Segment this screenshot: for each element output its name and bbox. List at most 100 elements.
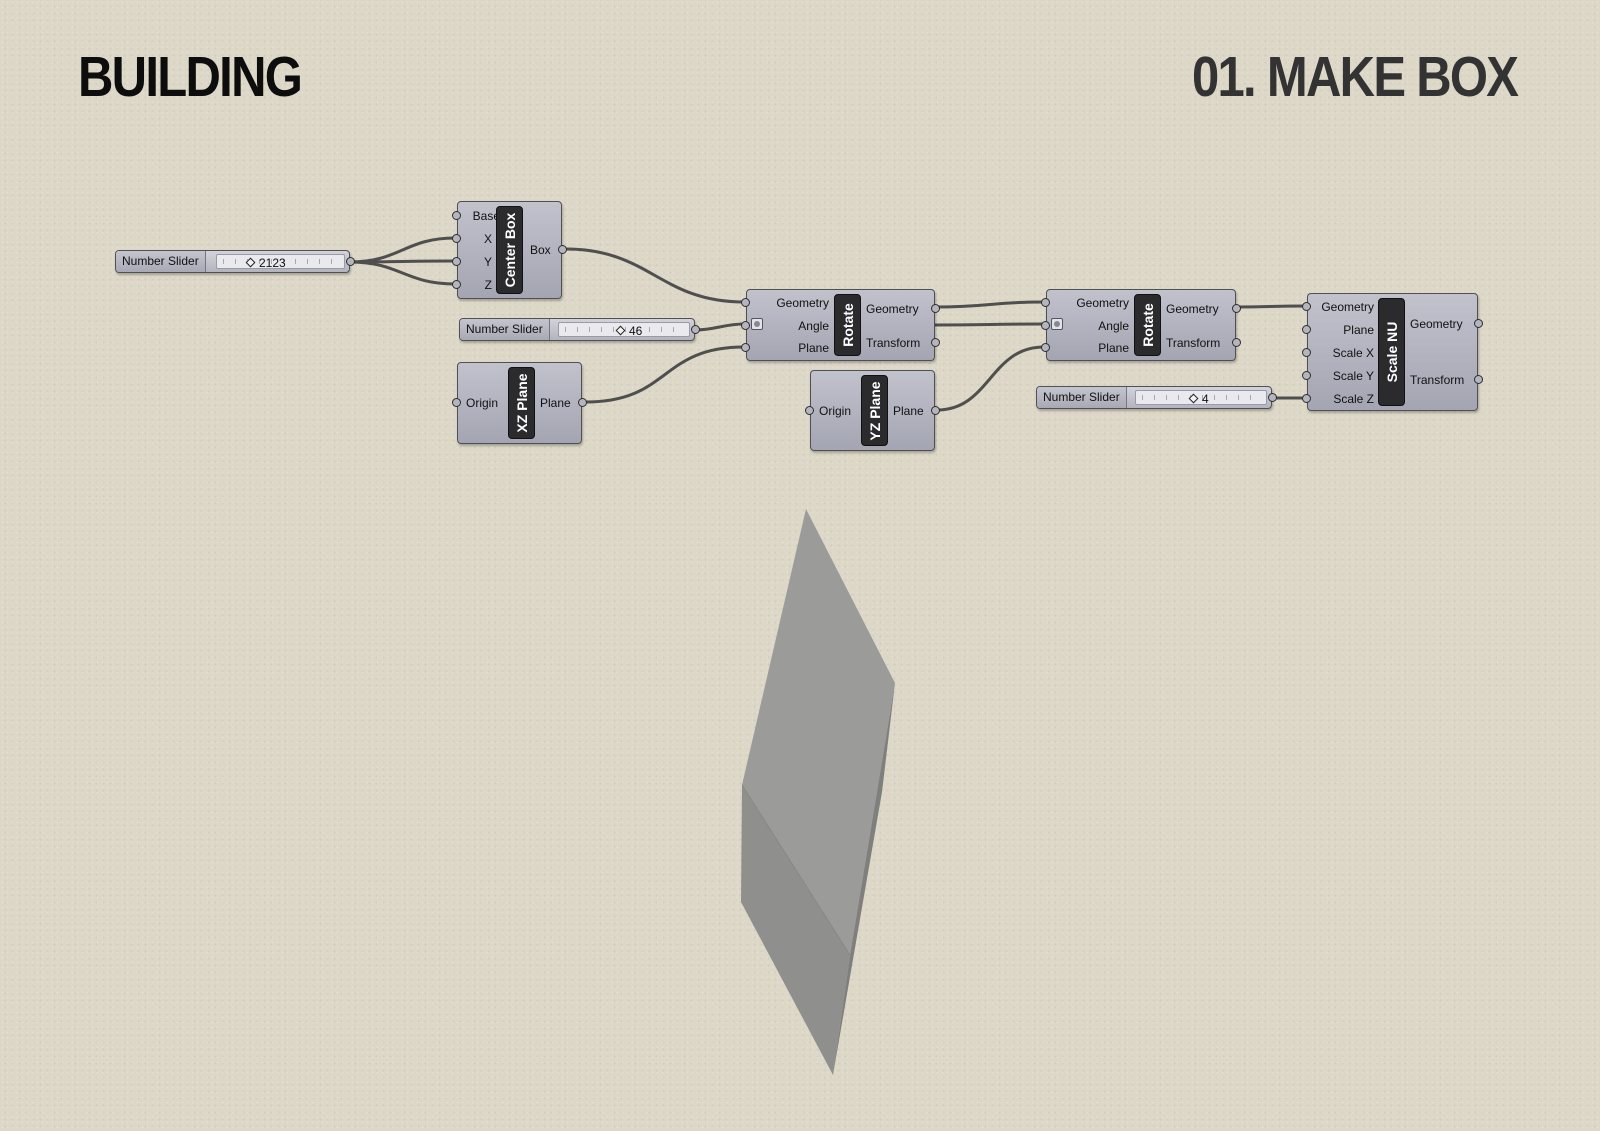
component-name-bar[interactable]: XZ Plane: [508, 367, 535, 439]
port-plane[interactable]: [931, 406, 940, 415]
port-transform-out[interactable]: [931, 338, 940, 347]
slider-track[interactable]: 4: [1135, 390, 1267, 408]
port-base[interactable]: [452, 211, 461, 220]
output-geometry: Geometry: [866, 302, 919, 316]
port-geometry-out[interactable]: [931, 304, 940, 313]
xz-plane-component[interactable]: Origin XZ Plane Plane: [452, 362, 587, 444]
input-x: X: [483, 232, 492, 246]
output-plane: Plane: [893, 404, 924, 418]
port-y[interactable]: [452, 257, 461, 266]
input-origin: Origin: [819, 404, 852, 418]
port-geometry-in[interactable]: [1041, 298, 1050, 307]
slider-value: 4: [1188, 391, 1209, 408]
input-scale-z: Scale Z: [1333, 392, 1374, 406]
slider-value: 2123: [245, 255, 286, 272]
port-box[interactable]: [558, 245, 567, 254]
box-face-side: [833, 683, 895, 1075]
box-face-front: [742, 509, 895, 955]
port-origin[interactable]: [452, 398, 461, 407]
port-x[interactable]: [452, 234, 461, 243]
section-title: 01. MAKE BOX: [1191, 45, 1519, 109]
port-plane-in[interactable]: [1041, 343, 1050, 352]
port-angle-in[interactable]: [741, 321, 750, 330]
component-name-bar[interactable]: YZ Plane: [861, 375, 888, 446]
slider-ticks: [1142, 395, 1260, 400]
slider-value-text: 2123: [259, 256, 286, 270]
number-slider-2123[interactable]: Number Slider 2123: [115, 250, 355, 273]
component-name-bar[interactable]: Center Box: [496, 206, 523, 294]
port-origin[interactable]: [805, 406, 814, 415]
output-port[interactable]: [346, 257, 355, 266]
input-z: Z: [484, 278, 492, 292]
port-plane-in[interactable]: [1302, 325, 1311, 334]
angle-toggle-icon[interactable]: [1051, 318, 1063, 330]
slider-track[interactable]: 2123: [216, 254, 345, 272]
port-geometry-in[interactable]: [1302, 302, 1311, 311]
output-transform: Transform: [1410, 373, 1465, 387]
input-angle: Angle: [1098, 319, 1129, 333]
output-geometry: Geometry: [1166, 302, 1219, 316]
port-z[interactable]: [452, 280, 461, 289]
number-slider-46[interactable]: Number Slider 46: [459, 318, 700, 341]
output-plane: Plane: [540, 396, 571, 410]
wire-yzplane-plane: [935, 345, 1046, 412]
wire-rot2-scale-geometry: [1234, 304, 1307, 309]
port-geometry-in[interactable]: [741, 298, 750, 307]
port-plane-in[interactable]: [741, 343, 750, 352]
yz-plane-component[interactable]: Origin YZ Plane Plane: [805, 370, 940, 451]
slider-ticks: [223, 259, 338, 264]
input-plane: Plane: [798, 341, 829, 355]
page-title: BUILDING: [78, 45, 303, 109]
input-geometry: Geometry: [1321, 300, 1374, 314]
port-transform-out[interactable]: [1232, 338, 1241, 347]
output-transform: Transform: [866, 336, 921, 350]
angle-toggle-icon[interactable]: [751, 318, 763, 330]
wire-slider1-z: [348, 260, 457, 286]
port-geometry-out[interactable]: [1474, 319, 1483, 328]
wire-xzplane-plane: [584, 345, 746, 404]
input-base: Base: [472, 209, 500, 223]
wire-rot1-rot2-geometry: [933, 300, 1046, 309]
input-angle: Angle: [798, 319, 829, 333]
port-plane[interactable]: [578, 398, 587, 407]
rotate-component-1[interactable]: Geometry Angle Plane Rotate Geometry Tra…: [741, 289, 940, 361]
input-geometry: Geometry: [1076, 296, 1129, 310]
port-scale-x-in[interactable]: [1302, 348, 1311, 357]
wire-box-geometry: [564, 247, 746, 304]
input-scale-x: Scale X: [1332, 346, 1374, 360]
input-geometry: Geometry: [776, 296, 829, 310]
port-transform-out[interactable]: [1474, 375, 1483, 384]
slider-value: 46: [615, 323, 643, 340]
input-y: Y: [483, 255, 492, 269]
slider-label: Number Slider: [1037, 387, 1127, 408]
slider-label: Number Slider: [460, 319, 550, 340]
component-name-bar[interactable]: Rotate: [1134, 294, 1161, 356]
port-geometry-out[interactable]: [1232, 304, 1241, 313]
wire-rot1-rot2-angle: [933, 322, 1046, 327]
port-scale-y-in[interactable]: [1302, 371, 1311, 380]
port-scale-z-in[interactable]: [1302, 394, 1311, 403]
output-geometry: Geometry: [1410, 317, 1463, 331]
component-name-bar[interactable]: Scale NU: [1378, 298, 1405, 406]
input-plane: Plane: [1343, 323, 1374, 337]
center-box-component[interactable]: Base X Y Z Center Box Box: [452, 201, 567, 299]
number-slider-4[interactable]: Number Slider 4: [1036, 386, 1277, 409]
output-box: Box: [530, 243, 551, 257]
rotate-component-2[interactable]: Geometry Angle Plane Rotate Geometry Tra…: [1041, 289, 1241, 361]
box-edge: [741, 784, 851, 956]
component-name-bar[interactable]: Rotate: [834, 294, 861, 356]
input-plane: Plane: [1098, 341, 1129, 355]
slider-track[interactable]: 46: [558, 322, 690, 340]
scale-nu-component[interactable]: Geometry Plane Scale X Scale Y Scale Z S…: [1302, 293, 1483, 411]
output-transform: Transform: [1166, 336, 1221, 350]
input-origin: Origin: [466, 396, 499, 410]
box-face-bottom: [741, 785, 850, 1075]
output-port[interactable]: [1268, 393, 1277, 402]
slider-value-text: 46: [629, 324, 643, 338]
input-scale-y: Scale Y: [1332, 369, 1374, 383]
output-port[interactable]: [691, 325, 700, 334]
slider-value-text: 4: [1202, 392, 1209, 406]
slider-label: Number Slider: [116, 251, 206, 272]
port-angle-in[interactable]: [1041, 321, 1050, 330]
